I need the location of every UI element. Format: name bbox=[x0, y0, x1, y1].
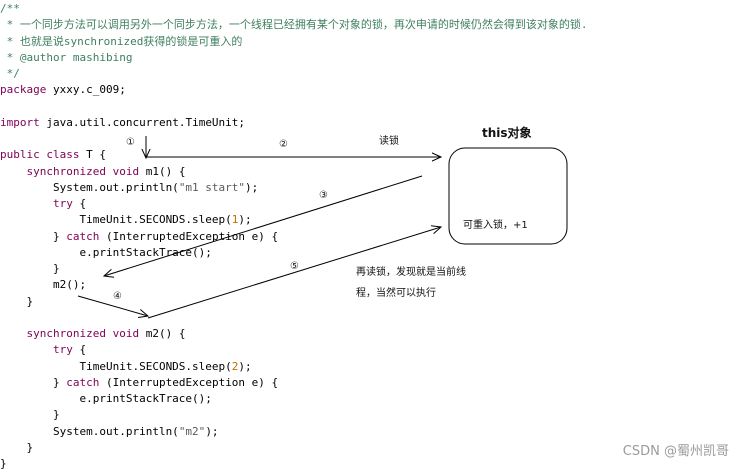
code-token-plain: } bbox=[0, 408, 60, 422]
code-line: } bbox=[0, 456, 7, 472]
code-line: } bbox=[0, 261, 60, 277]
code-token-plain: (InterruptedException e) { bbox=[99, 375, 279, 389]
code-token-keyword: import bbox=[0, 115, 40, 129]
code-token-plain: } bbox=[0, 262, 60, 275]
code-token-plain: TimeUnit.SECONDS.sleep( bbox=[0, 213, 232, 227]
code-token-keyword: catch bbox=[66, 229, 100, 243]
code-token-plain: ); bbox=[205, 424, 219, 438]
code-token-plain: } bbox=[0, 229, 67, 243]
code-token-plain: ); bbox=[238, 359, 252, 373]
code-token-plain: System.out.println( bbox=[0, 424, 179, 438]
code-token-keyword: catch bbox=[66, 375, 100, 389]
code-line: * 一个同步方法可以调用另外一个同步方法，一个线程已经拥有某个对象的锁，再次申请… bbox=[0, 17, 588, 33]
code-token-keyword: try bbox=[52, 197, 73, 210]
code-token-comment: * 也就是说synchronized获得的锁是可重入的 bbox=[0, 34, 243, 48]
code-line: } bbox=[0, 294, 33, 310]
code-line: * @author mashibing bbox=[0, 50, 133, 66]
code-token-plain: m2(); bbox=[0, 278, 87, 292]
code-token-number: 2 bbox=[231, 359, 239, 373]
code-line: try { bbox=[0, 196, 86, 212]
this-object-title: this对象 bbox=[482, 126, 532, 140]
code-token-plain: } bbox=[0, 375, 67, 389]
code-line: e.printStackTrace(); bbox=[0, 245, 212, 261]
code-token-plain: e.printStackTrace(); bbox=[0, 392, 212, 405]
code-line: /** bbox=[0, 1, 20, 17]
step-5-label: ⑤ bbox=[290, 261, 299, 272]
code-line: package yxxy.c_009; bbox=[0, 82, 126, 98]
this-object-box bbox=[448, 147, 568, 245]
code-token-keyword: try bbox=[52, 343, 73, 357]
code-token-string: "m2" bbox=[178, 424, 206, 438]
read-lock-label: 读锁 bbox=[379, 136, 399, 147]
code-token-plain: yxxy.c_009; bbox=[46, 83, 126, 97]
code-token-plain: System.out.println( bbox=[0, 180, 179, 194]
code-token-comment: /** bbox=[0, 2, 20, 15]
code-line: public class T { bbox=[0, 147, 106, 163]
code-token-comment: */ bbox=[0, 67, 20, 80]
code-token-plain: } bbox=[0, 457, 7, 470]
step-4-label: ④ bbox=[113, 291, 122, 302]
code-line: } catch (InterruptedException e) { bbox=[0, 375, 278, 391]
code-token-keyword: synchronized void bbox=[26, 327, 140, 340]
code-token-string: "m1 start" bbox=[178, 180, 246, 194]
code-line: m2(); bbox=[0, 277, 86, 293]
code-line: TimeUnit.SECONDS.sleep(1); bbox=[0, 212, 252, 228]
code-line: synchronized void m2() { bbox=[0, 326, 186, 342]
code-token-plain: } bbox=[0, 440, 34, 454]
reentrant-lock-label: 可重入锁，+1 bbox=[463, 220, 528, 231]
code-token-comment: * @author mashibing bbox=[0, 50, 133, 64]
code-token-plain: TimeUnit.SECONDS.sleep( bbox=[0, 359, 232, 373]
arrow-object-to-m2-call bbox=[104, 175, 423, 276]
code-token-plain: m2() { bbox=[139, 327, 186, 340]
code-line: } bbox=[0, 407, 60, 423]
code-token-plain: T { bbox=[79, 148, 106, 162]
arrow-m2-to-object bbox=[147, 227, 441, 319]
code-token-plain: m1() { bbox=[139, 164, 186, 178]
code-line: import java.util.concurrent.TimeUnit; bbox=[0, 115, 245, 131]
code-line: } catch (InterruptedException e) { bbox=[0, 229, 278, 245]
step-1-label: ① bbox=[126, 137, 135, 148]
arrow-m2-call-to-m2 bbox=[77, 295, 148, 316]
code-token-plain: { bbox=[72, 197, 87, 210]
code-line: TimeUnit.SECONDS.sleep(2); bbox=[0, 359, 252, 375]
code-token-number: 1 bbox=[231, 213, 239, 227]
code-line: synchronized void m1() { bbox=[0, 164, 186, 180]
code-line: try { bbox=[0, 342, 86, 358]
code-token-plain: ); bbox=[238, 213, 252, 227]
code-token-keyword: public class bbox=[0, 148, 80, 162]
code-token-keyword: package bbox=[0, 83, 47, 97]
step-2-label: ② bbox=[279, 139, 288, 150]
code-token-keyword: synchronized void bbox=[26, 164, 140, 178]
code-line: System.out.println("m1 start"); bbox=[0, 180, 258, 196]
code-token-plain: e.printStackTrace(); bbox=[0, 245, 212, 259]
code-line: System.out.println("m2"); bbox=[0, 424, 219, 440]
step-3-label: ③ bbox=[319, 190, 328, 201]
code-line: } bbox=[0, 440, 33, 456]
csdn-watermark: CSDN @蜀州凯哥 bbox=[622, 444, 729, 459]
code-token-plain: } bbox=[0, 294, 34, 308]
code-line: e.printStackTrace(); bbox=[0, 391, 212, 407]
code-token-plain: java.util.concurrent.TimeUnit; bbox=[39, 115, 246, 129]
code-token-comment: * 一个同步方法可以调用另外一个同步方法，一个线程已经拥有某个对象的锁，再次申请… bbox=[0, 18, 588, 32]
code-token-plain: ); bbox=[245, 180, 259, 194]
code-line: * 也就是说synchronized获得的锁是可重入的 bbox=[0, 34, 243, 50]
reread-note-line-2: 程，当然可以执行 bbox=[356, 288, 436, 299]
code-line: */ bbox=[0, 66, 20, 82]
code-token-plain: (InterruptedException e) { bbox=[99, 229, 279, 243]
code-token-plain: { bbox=[72, 343, 87, 357]
reread-note-line-1: 再读锁，发现就是当前线 bbox=[356, 267, 466, 278]
